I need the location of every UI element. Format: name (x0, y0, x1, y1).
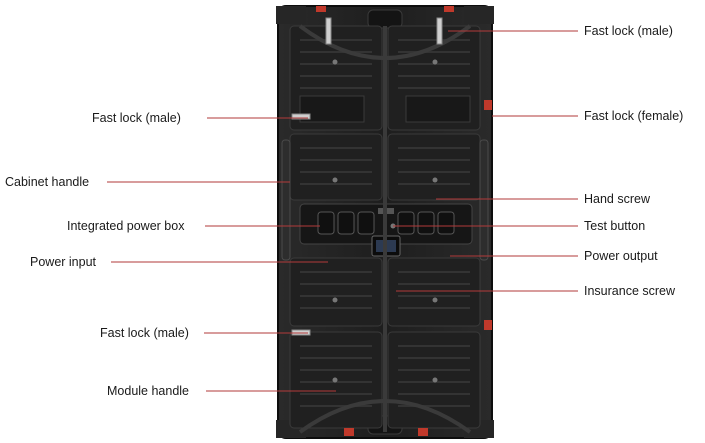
mid-upper-right-module (387, 133, 481, 201)
label-integrated-power-box: Integrated power box (67, 219, 185, 233)
label-fast-lock-male-upper-left: Fast lock (male) (92, 111, 181, 125)
leader-lines (107, 30, 578, 392)
label-fast-lock-male-lower-left: Fast lock (male) (100, 326, 189, 340)
label-module-handle: Module handle (107, 384, 190, 398)
mid-lower-left-module (289, 257, 383, 327)
mid-lower-right-module (387, 257, 481, 327)
label-insurance-screw: Insurance screw (584, 284, 676, 298)
label-power-output: Power output (584, 249, 658, 263)
cabinet-handle-shape-right (479, 139, 489, 261)
red-latches (316, 6, 492, 436)
label-test-button: Test button (584, 219, 646, 233)
cabinet-corner-tl (276, 6, 306, 24)
cabinet-handle-shape (281, 139, 291, 261)
upper-left-module (289, 25, 383, 131)
mid-upper-left-module (289, 133, 383, 201)
frame-braces (298, 24, 472, 434)
label-fast-lock-male-top-right: Fast lock (male) (584, 24, 673, 38)
label-cabinet-handle: Cabinet handle (5, 175, 90, 189)
label-power-input: Power input (30, 255, 97, 269)
cabinet-corner-tr (464, 6, 494, 24)
top-handle (367, 9, 403, 29)
label-hand-screw: Hand screw (584, 192, 650, 206)
upper-right-module (387, 25, 481, 131)
label-fast-lock-female: Fast lock (female) (584, 109, 684, 123)
